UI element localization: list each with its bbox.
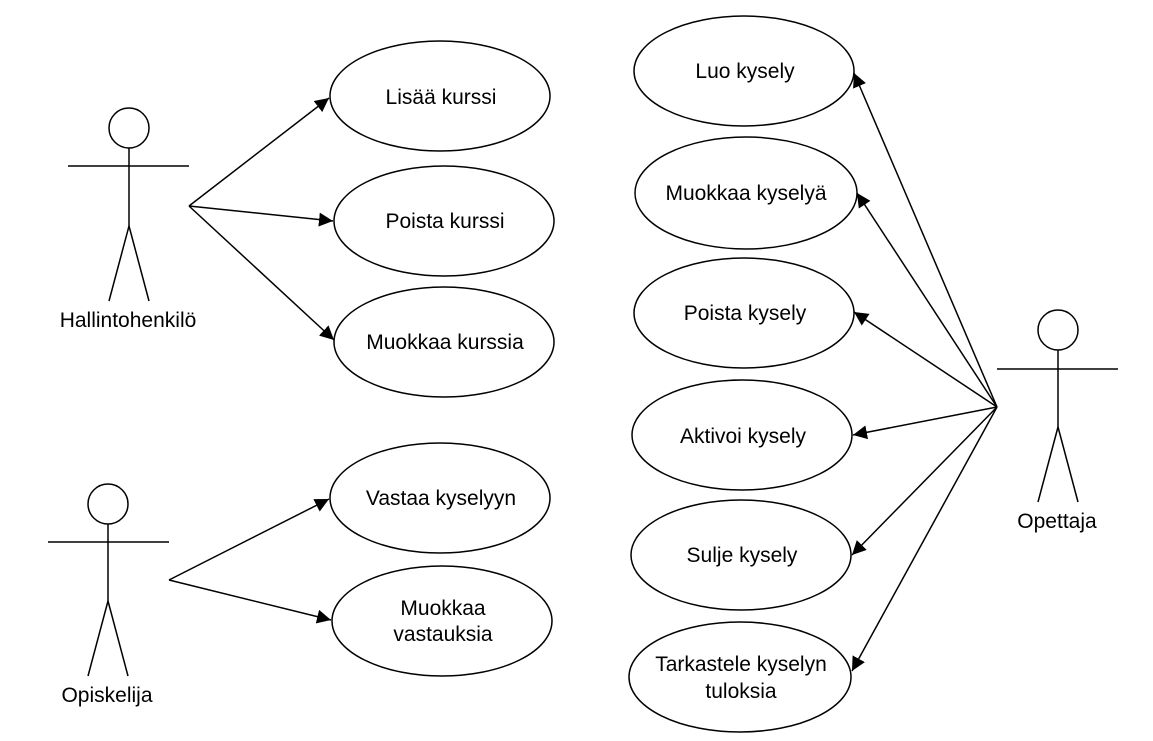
actor-admin-left-leg <box>108 225 130 302</box>
use-case-label-edit-answers-line2: vastauksia <box>393 623 493 646</box>
association-teacher-view-results <box>851 406 998 672</box>
actor-teacher-label: Opettaja <box>1017 510 1097 533</box>
association-admin-delete-course <box>188 205 334 227</box>
use-case-label-add-course: Lisää kurssi <box>386 86 497 109</box>
use-case-label-create-survey: Luo kysely <box>695 60 795 83</box>
actor-admin-right-leg <box>128 225 150 302</box>
use-case-close-survey[interactable] <box>630 499 852 611</box>
use-case-label-view-results-line2: tuloksia <box>705 680 777 703</box>
use-case-add-course[interactable] <box>329 40 551 152</box>
use-case-edit-survey[interactable] <box>634 136 858 250</box>
use-case-delete-course[interactable] <box>333 165 555 277</box>
use-case-delete-survey[interactable] <box>633 257 855 369</box>
association-teacher-create-survey <box>853 72 998 408</box>
use-case-label-edit-course: Muokkaa kurssia <box>366 331 524 354</box>
actor-teacher-right-leg <box>1057 426 1079 503</box>
use-case-answer-survey[interactable] <box>329 442 551 554</box>
use-case-label-activate-survey: Aktivoi kysely <box>680 425 807 448</box>
association-student-edit-answers <box>168 579 332 624</box>
actor-student-left-leg <box>87 600 109 677</box>
association-admin-add-course <box>188 97 330 207</box>
use-case-edit-answers[interactable] <box>331 565 553 677</box>
actor-teacher-head <box>1037 309 1079 351</box>
association-teacher-close-survey <box>851 406 998 556</box>
association-teacher-activate-survey <box>852 406 998 440</box>
actor-admin-head <box>108 107 150 149</box>
use-case-label-edit-survey: Muokkaa kyselyä <box>665 182 826 205</box>
use-cases <box>329 15 858 733</box>
actor-student-label: Opiskelija <box>61 684 152 707</box>
use-case-view-results[interactable] <box>628 621 852 733</box>
use-case-create-survey[interactable] <box>633 15 855 127</box>
actor-teacher[interactable] <box>997 309 1118 503</box>
use-case-label-view-results-line1: Tarkastele kyselyn <box>655 653 827 676</box>
associations <box>168 72 998 672</box>
association-teacher-edit-survey <box>856 192 998 408</box>
association-admin-edit-course <box>188 205 335 341</box>
use-case-label-edit-answers-line1: Muokkaa <box>400 597 486 620</box>
use-case-label-close-survey: Sulje kysely <box>687 544 798 567</box>
actor-admin-label: Hallintohenkilö <box>60 309 197 332</box>
actor-admin[interactable] <box>68 107 189 302</box>
use-case-activate-survey[interactable] <box>631 379 853 491</box>
actor-student[interactable] <box>48 483 169 677</box>
actor-student-right-leg <box>107 600 129 677</box>
actor-student-head <box>87 483 129 525</box>
use-case-label-answer-survey: Vastaa kyselyyn <box>366 487 516 510</box>
use-case-edit-course[interactable] <box>333 286 555 398</box>
association-student-answer-survey <box>168 498 330 581</box>
use-case-label-delete-survey: Poista kysely <box>684 302 807 325</box>
association-teacher-delete-survey <box>853 311 998 408</box>
use-case-labels: Lisää kurssi Poista kurssi Muokkaa kurss… <box>366 60 827 703</box>
use-case-label-delete-course: Poista kurssi <box>385 210 504 233</box>
actor-teacher-left-leg <box>1037 426 1059 503</box>
